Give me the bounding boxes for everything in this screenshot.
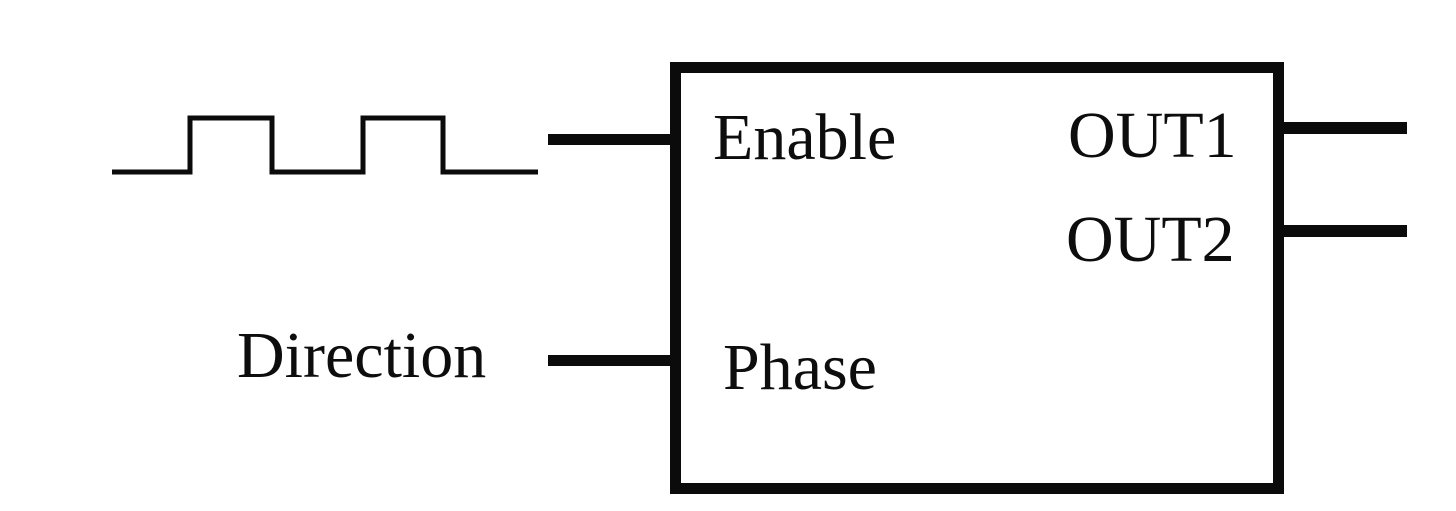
- square-wave-trace: [112, 115, 538, 175]
- enable-input-wire: [548, 134, 678, 145]
- clock-waveform: [112, 115, 538, 175]
- phase-pin-label: Phase: [723, 331, 877, 404]
- phase-input-wire: [548, 355, 678, 366]
- out2-pin-label: OUT2: [1066, 203, 1235, 276]
- direction-label: Direction: [237, 319, 487, 392]
- out1-pin-label: OUT1: [1068, 99, 1237, 172]
- out2-output-wire: [1276, 225, 1407, 237]
- driver-block: Enable Phase OUT1 OUT2: [670, 62, 1284, 494]
- out1-output-wire: [1276, 122, 1407, 134]
- enable-pin-label: Enable: [713, 101, 897, 174]
